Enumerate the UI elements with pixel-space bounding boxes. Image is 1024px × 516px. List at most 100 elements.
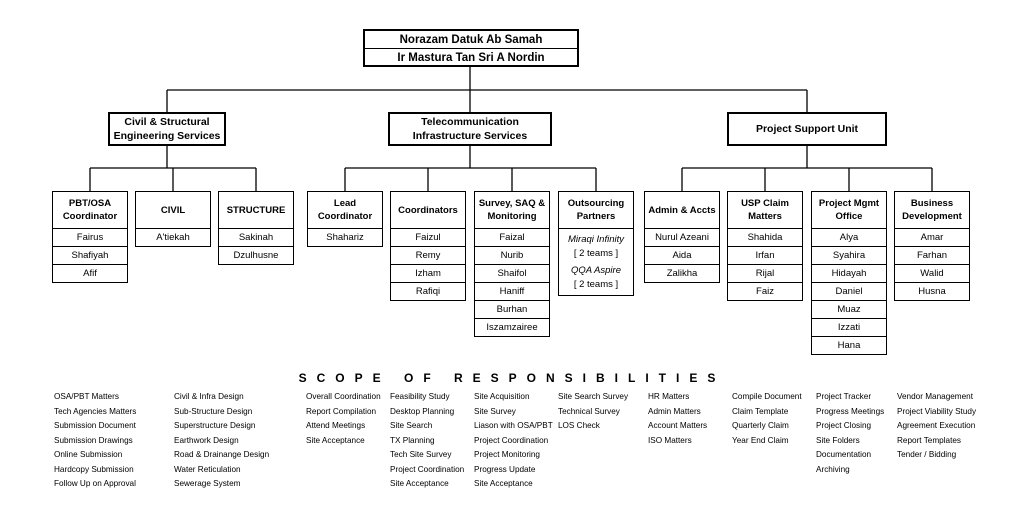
scope-item: Road & Drainange Design xyxy=(174,450,270,459)
scope-item: Tender / Bidding xyxy=(897,450,957,459)
scope-item: Project Closing xyxy=(816,421,872,430)
scope-item: Earthwork Design xyxy=(174,435,239,445)
scope-item: Superstructure Design xyxy=(174,421,256,430)
scope-item: Site Acceptance xyxy=(390,479,449,488)
team-member: Shaifol xyxy=(475,265,549,283)
team-member: Rijal xyxy=(728,265,802,283)
scope-item: Compile Document xyxy=(732,392,802,401)
scope-item: Quarterly Claim xyxy=(732,421,789,430)
team-member: Haniff xyxy=(475,283,549,301)
team-member: A'tiekah xyxy=(156,232,190,243)
scope-item: Feasibility Study xyxy=(390,392,450,401)
scope-item: Site Acceptance xyxy=(306,435,365,445)
scope-item: Site Acquisition xyxy=(474,392,530,401)
scope-item: Water Reticulation xyxy=(174,464,241,474)
team-civil: CIVIL A'tiekah xyxy=(135,191,211,247)
team-member: Amar xyxy=(895,229,969,247)
scope-item: Documentation xyxy=(816,450,872,459)
team-header: Coordinators xyxy=(391,192,465,229)
team-member: Muaz xyxy=(812,301,886,319)
scope-item: TX Planning xyxy=(390,435,435,445)
team-header: CIVIL xyxy=(136,192,210,229)
scope-item: Project Tracker xyxy=(816,392,872,401)
partner-team-count: [ 2 teams ] xyxy=(573,279,619,290)
scope-item: Tech Site Survey xyxy=(390,450,452,459)
scope-item: Project Monitoring xyxy=(474,450,540,459)
scope-item: Site Survey xyxy=(474,406,516,416)
team-header: Lead Coordinator xyxy=(308,192,382,229)
team-member: Syahira xyxy=(812,247,886,265)
scope-item: Report Compilation xyxy=(306,406,377,416)
scope-item: Progress Meetings xyxy=(816,406,885,416)
partner-team-count: [ 2 teams ] xyxy=(573,248,619,259)
scope-item: Report Templates xyxy=(897,435,962,445)
team-member: Faizul xyxy=(391,229,465,247)
team-header: STRUCTURE xyxy=(219,192,293,229)
team-member: Alya xyxy=(812,229,886,247)
director-name-1: Norazam Datuk Ab Samah xyxy=(399,33,543,46)
team-member: Remy xyxy=(391,247,465,265)
scope-item: Admin Matters xyxy=(648,406,701,416)
scope-item: Overall Coordination xyxy=(306,392,381,401)
team-member: Irfan xyxy=(728,247,802,265)
team-member: Hana xyxy=(837,340,861,351)
scope-item: LOS Check xyxy=(558,421,600,430)
scope-item: Archiving xyxy=(816,464,850,474)
team-member: Daniel xyxy=(812,283,886,301)
partner-name: Miraqi Infinity xyxy=(568,234,624,245)
scope-item: Site Search xyxy=(390,421,433,430)
team-member: Iszamzairee xyxy=(486,322,538,333)
director-box: Norazam Datuk Ab Samah Ir Mastura Tan Sr… xyxy=(363,29,579,67)
team-header: Admin & Accts xyxy=(645,192,719,229)
team-member: Rafiqi xyxy=(415,286,441,297)
team-member: Faizal xyxy=(475,229,549,247)
scope-item: Site Acceptance xyxy=(474,479,533,488)
division-civil-structural: Civil & Structural Engineering Services xyxy=(108,112,226,146)
scope-item: Submission Drawings xyxy=(54,435,133,445)
team-member: Husna xyxy=(918,286,946,297)
team-member: Faiz xyxy=(756,286,774,297)
scope-item: Year End Claim xyxy=(732,435,789,445)
scope-item: Project Coordination xyxy=(390,464,465,474)
scope-item: Site Search Survey xyxy=(558,392,629,401)
team-header: Project Mgmt Office xyxy=(812,192,886,229)
scope-item: HR Matters xyxy=(648,392,690,401)
scope-item: Technical Survey xyxy=(558,406,620,416)
director-name-2: Ir Mastura Tan Sri A Nordin xyxy=(365,48,577,66)
scope-title: SCOPE OF RESPONSIBILITIES xyxy=(298,371,726,385)
scope-item: Project Coordination xyxy=(474,435,549,445)
scope-item: Site Folders xyxy=(816,435,860,445)
scope-item: Account Matters xyxy=(648,421,708,430)
team-member: Zalikha xyxy=(666,268,698,279)
partner-name: QQA Aspire xyxy=(571,265,621,276)
scope-item: Vendor Management xyxy=(897,392,974,401)
team-header: USP Claim Matters xyxy=(728,192,802,229)
team-member: Dzulhusne xyxy=(233,250,279,261)
scope-item: Follow Up on Approval xyxy=(54,479,136,488)
team-member: Walid xyxy=(895,265,969,283)
scope-item: Sewerage System xyxy=(174,479,241,488)
team-member: Izham xyxy=(391,265,465,283)
team-member: Farhan xyxy=(895,247,969,265)
team-member: Aida xyxy=(645,247,719,265)
team-header: Survey, SAQ & Monitoring xyxy=(475,192,549,229)
team-member: Afif xyxy=(83,268,97,279)
team-member: Nurib xyxy=(475,247,549,265)
scope-item: Claim Template xyxy=(732,406,789,416)
team-member: Hidayah xyxy=(812,265,886,283)
